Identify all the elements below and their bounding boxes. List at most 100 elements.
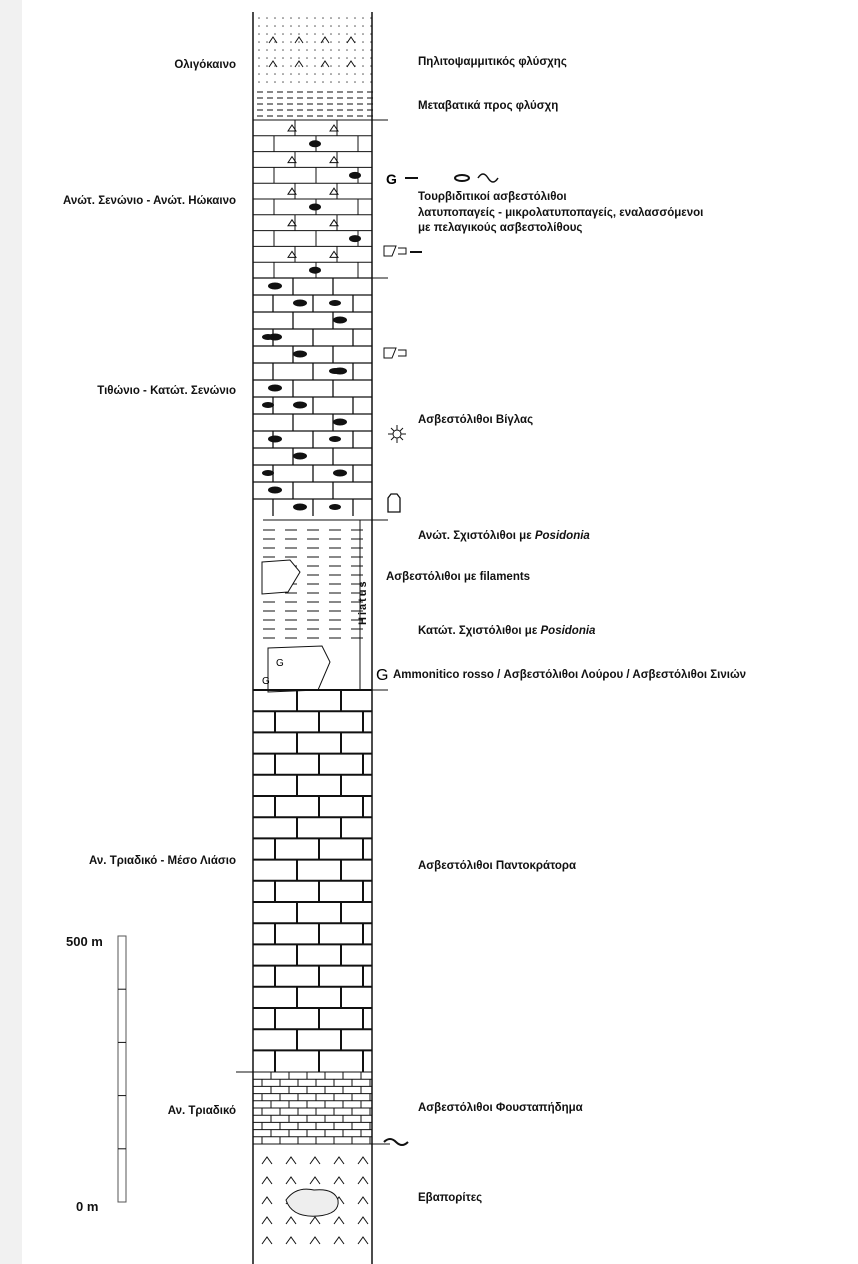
vigla-chert-nodule	[329, 436, 341, 442]
flysch-sand-dot	[298, 65, 300, 67]
unit-lower-posidonia-prefix: Κατώτ. Σχιστόλιθοι με	[418, 625, 538, 637]
flysch-sand-dot	[330, 81, 332, 83]
turbidite-clast	[287, 218, 297, 227]
turbidite-clast	[329, 124, 339, 132]
evaporite-chevron	[357, 1216, 369, 1225]
radiolaria-symbol	[399, 427, 404, 432]
vigla-chert-nodule	[329, 300, 341, 306]
ammonite-glyph: G	[276, 658, 284, 669]
unit-evaporites: Εβαπορίτες	[418, 1192, 483, 1204]
scale-bar	[117, 935, 127, 1203]
flysch-sand-dot	[282, 17, 284, 19]
posidonia-genus: Posidonia	[540, 625, 596, 637]
age-oligocene: Ολιγόκαινο	[174, 59, 236, 71]
flysch-sand-dot	[314, 25, 316, 27]
flysch-triangle	[320, 60, 330, 68]
ammonite-symbol: G	[386, 171, 397, 187]
unit-turbidite-line3: με πελαγικούς ασβεστολίθους	[418, 222, 583, 234]
unit-vigla: Ασβεστόλιθοι Βίγλας	[418, 414, 534, 426]
chert-nodule	[309, 266, 321, 274]
turbidite-clast	[287, 250, 297, 258]
flysch-sand-dot	[362, 17, 364, 19]
calpionella-symbol	[387, 493, 401, 513]
flysch-sand-dot	[354, 17, 356, 19]
flysch-sand-dot	[330, 33, 332, 35]
filament-lens	[261, 559, 301, 595]
flysch-sand-dot	[274, 73, 276, 75]
flysch-sand-dot	[338, 57, 340, 59]
flysch-sand-dot	[290, 65, 292, 67]
evaporite-chevron	[309, 1236, 321, 1245]
unit-upper-posidonia: Ανώτ. Σχιστόλιθοι με Posidonia	[418, 529, 590, 543]
flysch-sand-dot	[338, 81, 340, 83]
flysch-sand-dot	[266, 33, 268, 35]
evaporite-chevron	[357, 1236, 369, 1245]
left-margin-strip	[0, 0, 22, 1264]
vigla-chert-nodule	[293, 452, 307, 460]
flysch-sand-dot	[282, 41, 284, 43]
flysch-triangle	[346, 60, 356, 68]
flysch-sand-dot	[290, 33, 292, 35]
chert-nodule	[309, 140, 321, 148]
flysch-sand-dot	[314, 33, 316, 35]
nummulite-symbol	[454, 174, 470, 182]
evaporite-chevron	[261, 1176, 273, 1185]
coral-symbol	[477, 173, 499, 183]
flysch-sand-dot	[330, 57, 332, 59]
flysch-sand-dot	[290, 49, 292, 51]
unit-filaments: Ασβεστόλιθοι με filaments	[386, 571, 531, 583]
flysch-sand-dot	[290, 41, 292, 43]
flysch-sand-dot	[322, 17, 324, 19]
hiatus-label: Hiatus	[357, 579, 369, 625]
unit-lower-posidonia: Κατώτ. Σχιστόλιθοι με Posidonia	[418, 624, 595, 638]
flysch-sand-dot	[306, 81, 308, 83]
flysch-sand-dot	[258, 17, 260, 19]
vigla-chert-nodule	[268, 486, 282, 494]
flysch-sand-dot	[306, 73, 308, 75]
flysch-sand-dot	[314, 65, 316, 67]
flysch-sand-dot	[266, 17, 268, 19]
flysch-sand-dot	[298, 33, 300, 35]
turbidite-clast	[287, 124, 297, 132]
evaporite-chevron	[309, 1216, 321, 1225]
ammonitico-lens	[267, 645, 331, 693]
radiolaria-symbol	[390, 427, 395, 432]
turbidite-clast	[287, 187, 297, 195]
flysch-sand-dot	[266, 81, 268, 83]
flysch-sand-dot	[338, 33, 340, 35]
evaporite-chevron	[261, 1216, 273, 1225]
rudist-symbol	[383, 347, 407, 359]
flysch-triangle	[294, 60, 304, 68]
evaporite-chevron	[333, 1236, 345, 1245]
flysch-sand-dot	[274, 49, 276, 51]
flysch-sand-dot	[314, 81, 316, 83]
age-tithonian-senonian: Τιθώνιο - Κατώτ. Σενώνιο	[97, 385, 236, 397]
age-triassic: Αν. Τριαδικό	[167, 1105, 236, 1117]
flysch-triangle	[268, 36, 278, 44]
flysch-sand-dot	[266, 73, 268, 75]
radiolaria-symbol	[392, 429, 402, 439]
flysch-sand-dot	[282, 49, 284, 51]
flysch-sand-dot	[290, 73, 292, 75]
flysch-sand-dot	[362, 57, 364, 59]
flysch-sand-dot	[338, 25, 340, 27]
flysch-sand-dot	[266, 49, 268, 51]
flysch-sand-dot	[290, 81, 292, 83]
flysch-sand-dot	[354, 57, 356, 59]
flysch-sand-dot	[322, 57, 324, 59]
flysch-sand-dot	[258, 25, 260, 27]
flysch-sand-dot	[258, 65, 260, 67]
flysch-sand-dot	[346, 25, 348, 27]
radiolaria-symbol	[399, 436, 404, 441]
unit-flysch: Πηλιτοψαμμιτικός φλύσχης	[418, 56, 567, 68]
flysch-sand-dot	[274, 17, 276, 19]
flysch-sand-dot	[354, 73, 356, 75]
flysch-sand-dot	[282, 81, 284, 83]
flysch-sand-dot	[266, 41, 268, 43]
flysch-sand-dot	[306, 57, 308, 59]
evaporite-chevron	[357, 1156, 369, 1165]
scale-top-label: 500 m	[66, 934, 103, 949]
flysch-sand-dot	[330, 73, 332, 75]
